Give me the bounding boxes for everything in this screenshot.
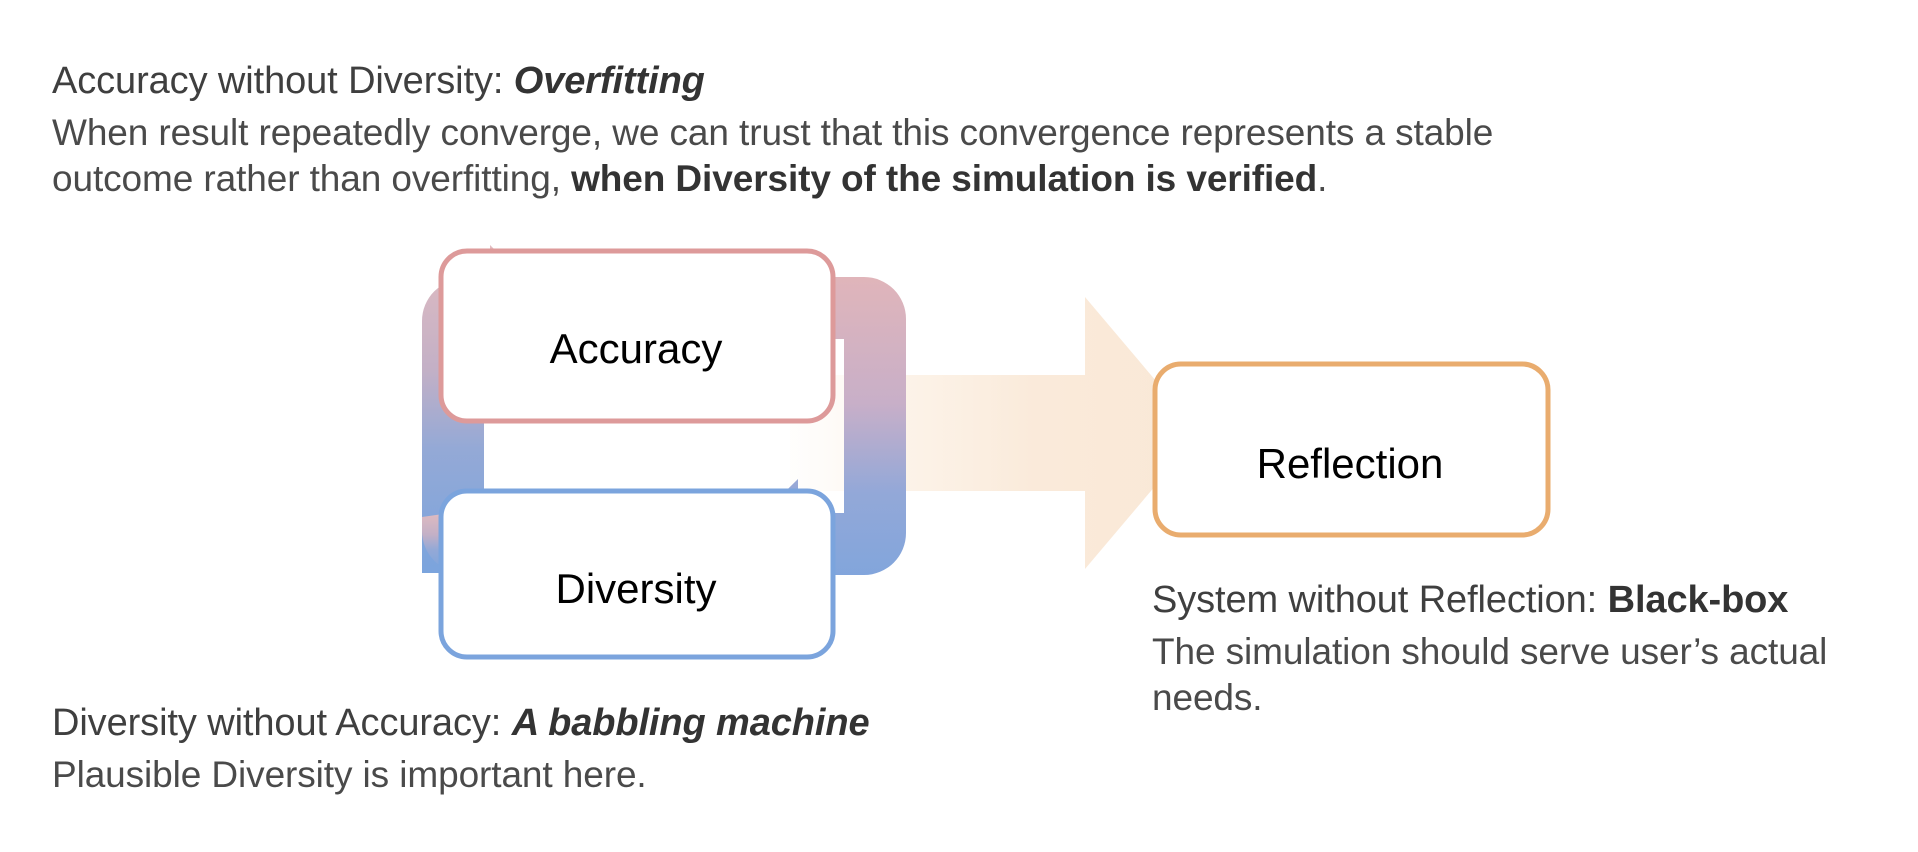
diagram-svg	[422, 245, 1551, 660]
note-right-line1: The simulation should serve user’s actua…	[1152, 630, 1828, 719]
accuracy-diversity-reflection-diagram: Accuracy Diversity Reflection	[300, 235, 1590, 675]
note-top-line2-suffix: .	[1317, 158, 1328, 200]
note-bottomleft-heading-emphasis: A babbling machine	[511, 702, 870, 744]
note-right-heading-prefix: System without Reflection:	[1152, 579, 1608, 621]
note-bottomleft-heading: Diversity without Accuracy: A babbling m…	[52, 700, 870, 748]
note-bottomleft-heading-prefix: Diversity without Accuracy:	[52, 702, 512, 744]
note-top-line1: When result repeatedly converge, we can …	[52, 111, 1494, 153]
note-right-heading-emphasis: Black-box	[1607, 579, 1789, 621]
note-top-line2-bold: when Diversity of the simulation is veri…	[571, 158, 1318, 200]
note-bottomleft-line1: Plausible Diversity is important here.	[52, 753, 647, 795]
note-top-line2-prefix: outcome rather than overfitting,	[52, 158, 572, 200]
note-accuracy-without-diversity: Accuracy without Diversity: Overfitting …	[52, 58, 1493, 203]
node-reflection-box[interactable]	[1152, 361, 1551, 538]
node-accuracy-box[interactable]	[438, 248, 836, 424]
note-top-heading-emphasis: Overfitting	[513, 60, 705, 102]
note-top-line2: outcome rather than overfitting, when Di…	[52, 156, 1493, 203]
node-accuracy-label: Accuracy	[549, 325, 723, 372]
node-diversity-box[interactable]	[438, 488, 836, 660]
node-diversity-label: Diversity	[555, 565, 717, 612]
note-top-heading: Accuracy without Diversity: Overfitting	[52, 58, 1493, 106]
note-top-heading-prefix: Accuracy without Diversity:	[52, 60, 514, 102]
node-reflection-label: Reflection	[1256, 440, 1444, 487]
arrow-loop-to-reflection	[790, 297, 1200, 569]
note-diversity-without-accuracy: Diversity without Accuracy: A babbling m…	[52, 700, 870, 798]
note-system-without-reflection: System without Reflection: Black-box The…	[1152, 577, 1892, 722]
note-right-heading: System without Reflection: Black-box	[1152, 577, 1892, 625]
